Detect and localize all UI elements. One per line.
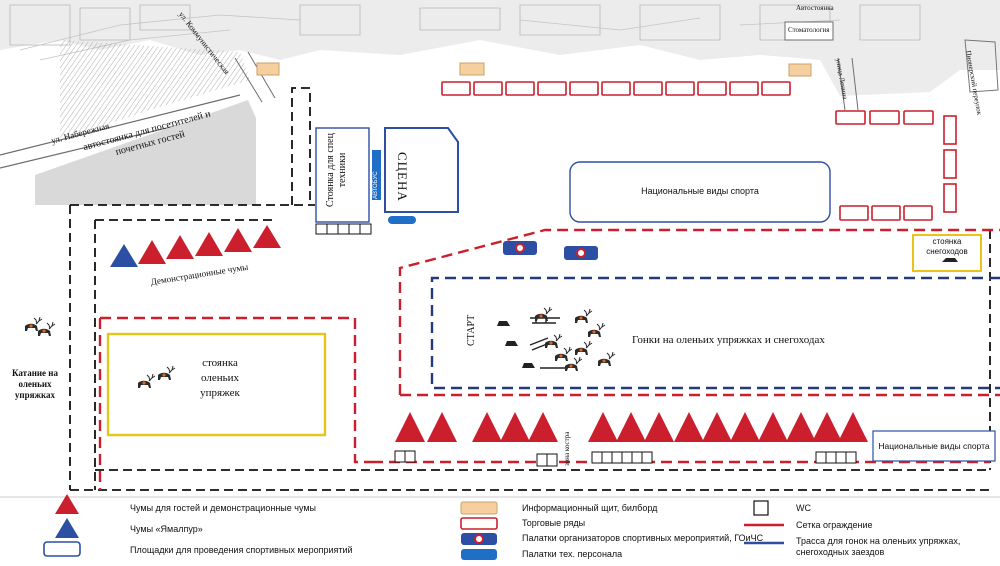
legend-staff-tents: Палатки тех. персонала (522, 549, 623, 559)
legend-fence: Сетка ограждение (796, 520, 873, 530)
reindeer-ride-label: Катание на оленьих упряжках (11, 368, 58, 400)
snowmobile-parking-label: стоянка снегоходов (926, 237, 968, 256)
start-label: СТАРТ (466, 314, 477, 346)
national-sports-bottom-label: Национальные виды спорта (878, 441, 990, 451)
guest-chums-row (395, 412, 868, 442)
guest-parking-area (35, 100, 256, 205)
legend-sport-areas: Площадки для проведения спортивных мероп… (130, 545, 353, 555)
legend-chums-yamalpur: Чумы «Ямалпур» (130, 524, 203, 534)
reindeer-ride-icons (24, 316, 56, 337)
legend-trade-rows: Торговые ряды (522, 518, 586, 528)
snowmobile-icon (942, 258, 958, 262)
stage-label: СЦЕНА (395, 152, 410, 202)
demo-chums (110, 225, 281, 267)
legend-symbols (43, 494, 784, 560)
fire-zone-label: зона костра (563, 431, 571, 466)
reindeer-parking-label: стоянка оленьих упряжек (200, 357, 240, 399)
info-boards (256, 62, 812, 77)
org-tents (503, 241, 598, 260)
wc-icon (753, 500, 769, 516)
building-avtostoyanka: Автостоянка (796, 4, 834, 12)
red-tent-icon (55, 494, 79, 514)
tech-parking (315, 127, 381, 235)
legend-chums-guests: Чумы для гостей и демонстрационные чумы (130, 503, 317, 513)
wc-boxes (394, 450, 857, 467)
legend-wc: WC (796, 503, 811, 513)
fence-lines (98, 228, 1000, 490)
tech-bus-label: АВТОБУС (373, 171, 379, 199)
legend-info-board: Информационный щит, билборд (522, 503, 658, 513)
tech-parking-label: Стоянка для спец техники (325, 133, 348, 207)
legend-track: Трасса для гонок на оленьих упряжках, сн… (796, 536, 961, 557)
national-sports-area-top (569, 161, 831, 223)
legend-org-tents: Палатки организаторов спортивных меропри… (522, 533, 764, 543)
race-track (430, 276, 1000, 390)
stage (384, 127, 459, 224)
pedestrian-route (69, 87, 991, 491)
city-background (0, 0, 1000, 169)
race-label: Гонки на оленьих упряжках и снегоходах (632, 334, 825, 346)
building-stomatologiya: Стоматология (788, 26, 830, 34)
race-start-icons (497, 306, 616, 372)
national-sports-area-bottom (872, 430, 996, 462)
blue-tent-icon (55, 518, 79, 538)
snowmobile-parking-area (912, 234, 982, 272)
national-sports-top-label: Национальные виды спорта (641, 186, 759, 196)
trade-rows-top (441, 81, 957, 221)
